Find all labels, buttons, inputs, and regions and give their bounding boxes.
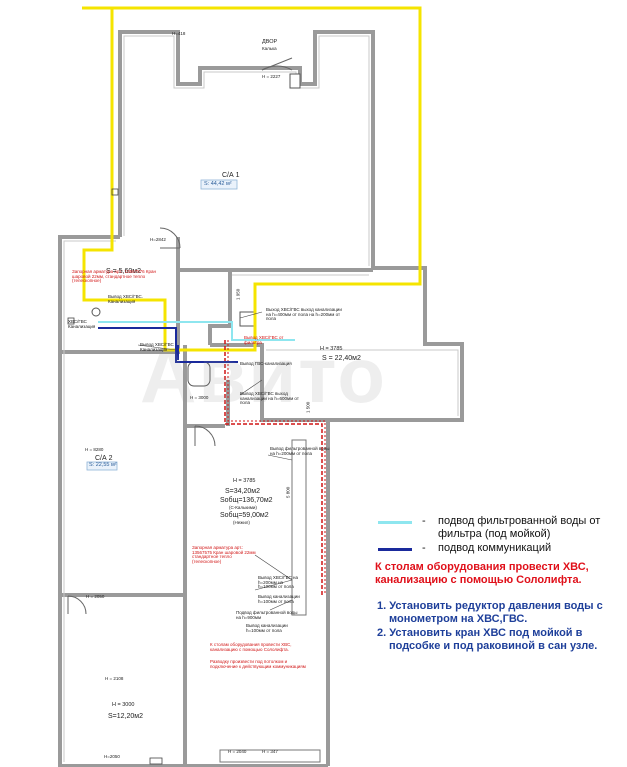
legend-swatch-comm	[378, 548, 412, 551]
legend-filtered-label: подвод фильтрованной воды от фильтра (по…	[438, 515, 601, 541]
fixtures	[91, 73, 301, 387]
legend-comm-label: подвод коммуникаций	[438, 542, 552, 554]
annotation: Подвод фильтрованной воды на h=900мм	[236, 610, 298, 620]
notes-steps: 1. Установить редуктор давления воды с м…	[377, 600, 622, 654]
annotation: Запорная арматура арт.: 13567575 Кран ша…	[192, 545, 256, 565]
annotation: Запорная арматура арт.: 13567576 Кран ша…	[72, 269, 157, 284]
dim-label: 1 950	[235, 288, 241, 300]
leader-lines	[137, 311, 293, 611]
room-top-right-height: H = 3785	[320, 346, 343, 352]
markers	[67, 188, 163, 765]
dim-label: 5 800	[285, 486, 291, 498]
dim-label: H = 2050	[86, 594, 105, 599]
dim-label: H = 347	[262, 749, 278, 754]
annotation: Вывод фильтрованной воды на h=200мм от п…	[270, 446, 330, 456]
annotation: Вывод ХВС/ГВС на h=200мм на h=100мм от п…	[258, 575, 298, 590]
highlight-outline	[82, 6, 422, 352]
wall-inner-lines	[63, 35, 459, 762]
cyan-pipe	[98, 321, 295, 341]
notes-title: К столам оборудования провести ХВС, кана…	[375, 561, 589, 587]
annotation: Вывод ХВС/ГВС выход канализации на h=600…	[240, 391, 299, 406]
dim-label: Н=418	[172, 31, 186, 36]
annotation: Вывод ГВС-канализация	[240, 361, 292, 366]
room-center-total: Sобщ=136,70м2	[220, 497, 273, 504]
room-ca1-area: S: 44,42 м²	[204, 181, 232, 187]
walls	[58, 30, 464, 767]
annotation: Вывод ХВС/ГВС от фильтра	[244, 335, 284, 345]
annotation: Вывод канализации h=100мм от пола	[246, 623, 288, 633]
room-bottom-height: H = 3000	[112, 702, 135, 708]
doors	[67, 57, 293, 615]
room-top-right-area: S = 22,40м2	[322, 355, 361, 362]
room-ca1-name: С/А 1	[222, 172, 240, 179]
note-step-2: 2. Установить кран ХВС под мойкой в подс…	[377, 626, 598, 653]
annotation: Вывод канализации h=100мм от пола	[258, 594, 300, 604]
room-bottom-area: S=12,20м2	[108, 713, 143, 720]
room-center-total2-note: (Нежил)	[233, 520, 250, 525]
room-center-total2: Sобщ=59,00м2	[220, 512, 269, 519]
dim-label: H = 2227	[262, 74, 281, 79]
dim-label: H = 2108	[105, 676, 124, 681]
room-ca2-area: S: 22,55 м²	[89, 462, 117, 468]
dim-label: H = 3000	[190, 395, 209, 400]
note-step-1: 1. Установить редуктор давления воды с м…	[377, 600, 603, 626]
room-ca2-name: С/А 2	[95, 455, 113, 462]
room-center-height: H = 3785	[233, 478, 256, 484]
legend-swatch-filtered	[378, 521, 412, 524]
annotation: Вывод ХВС/ГВС. Канализация	[108, 294, 143, 304]
annotation: Выход ХВС/ГВС выход канализации на h=400…	[266, 307, 342, 322]
dim-label: H=2050	[104, 754, 120, 759]
annotation: К столам оборудования провести ХВС, кана…	[210, 642, 292, 652]
room-center-area: S=34,20м2	[225, 488, 260, 495]
room-left-top-area: S = 5,60м2	[106, 268, 141, 275]
dim-label: H = 8280	[85, 447, 104, 452]
watermark: Авито	[140, 331, 388, 419]
counter	[291, 439, 307, 616]
courtyard-sub: Калька	[262, 46, 277, 51]
legend-dash: -	[422, 515, 426, 527]
room-center-total-note: (С-Калькими)	[229, 505, 257, 510]
red-pipe	[224, 340, 323, 595]
annotation: Разводку произвести под потолком и подкл…	[210, 659, 306, 669]
dim-label: H=2842	[150, 237, 166, 242]
courtyard-title: ДВОР	[262, 39, 278, 45]
annotation: ХВС/ГВС Канализация	[68, 319, 96, 329]
annotation: Вывод ХВС/ГВС Канализация	[140, 342, 174, 352]
blue-pipe	[98, 327, 238, 363]
dim-label: H = 2040	[228, 749, 247, 754]
legend-dash: -	[422, 542, 426, 554]
